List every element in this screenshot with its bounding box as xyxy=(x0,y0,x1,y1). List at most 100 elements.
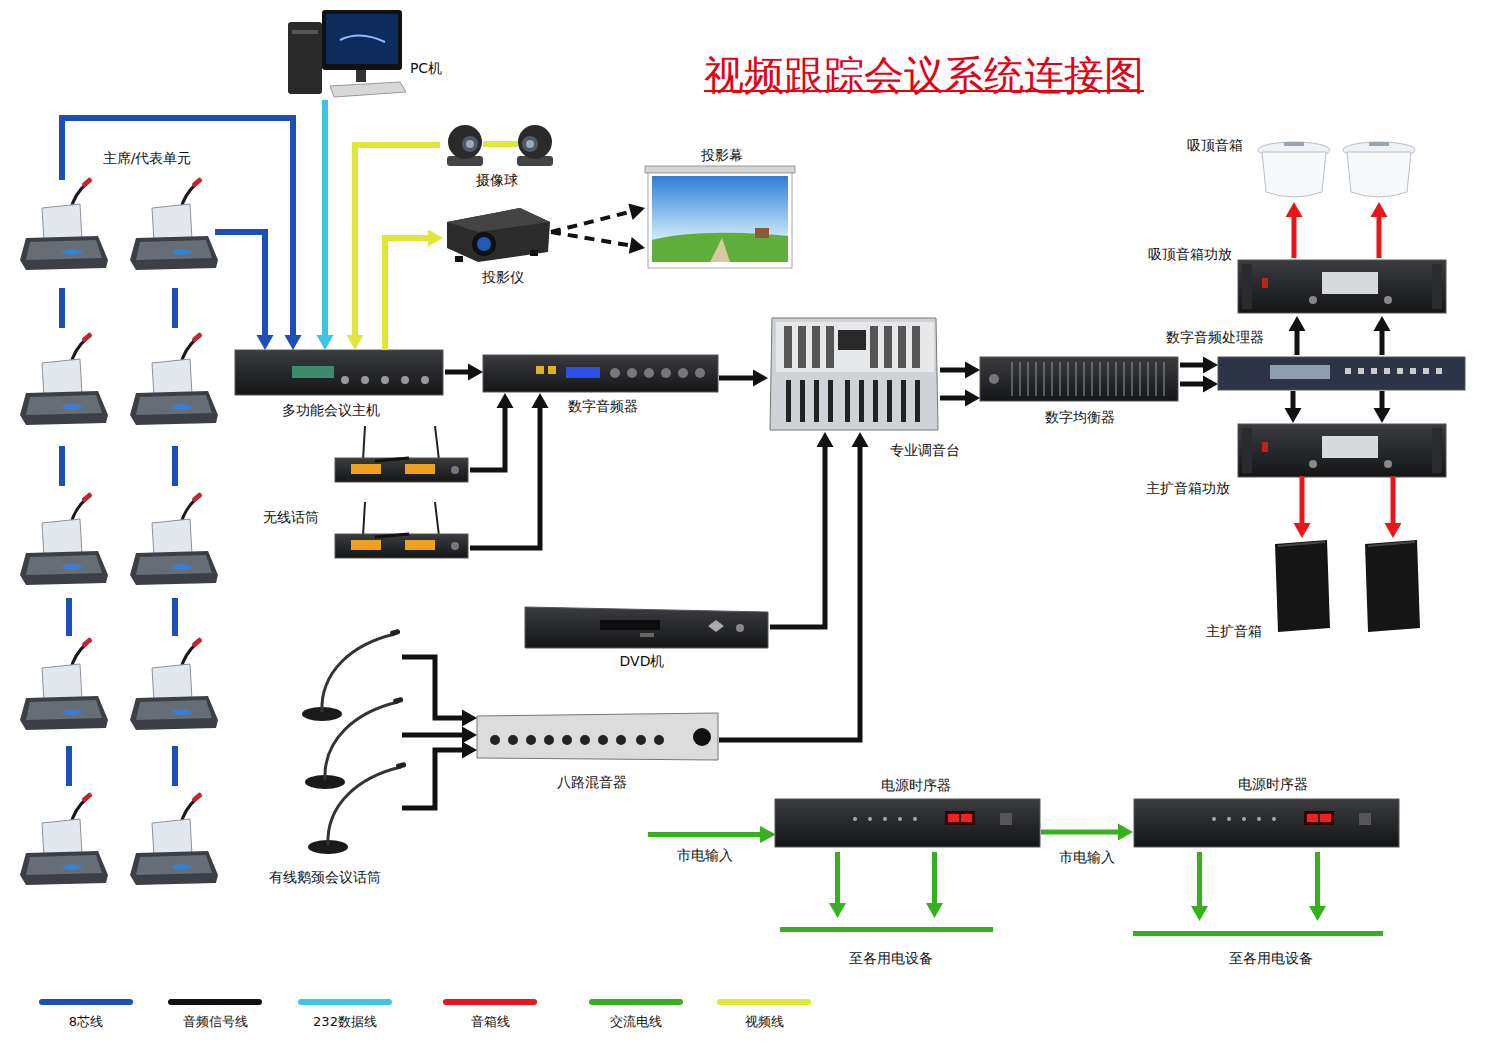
screen-illustration-part xyxy=(710,238,730,262)
device-label: 数字均衡器 xyxy=(1045,409,1115,425)
mixing-console-illustration-part-part xyxy=(873,380,878,422)
connector xyxy=(1041,824,1133,841)
power-wiring-part xyxy=(932,852,937,904)
connector xyxy=(1294,476,1311,538)
dvd-illustration-part xyxy=(736,624,744,632)
screen-illustration-part xyxy=(652,176,788,262)
camera-illustration-part xyxy=(483,141,518,147)
conference-units-part xyxy=(59,288,65,328)
power-wiring-part xyxy=(829,903,846,918)
arrowhead xyxy=(965,362,980,379)
conference-units-part xyxy=(20,792,108,885)
eight-channel-mixer-illustration-part-part xyxy=(616,735,626,745)
gooseneck-mic-illustration-part xyxy=(308,762,407,854)
audio-processor-illustration-part-part xyxy=(1397,368,1403,374)
connector xyxy=(62,118,302,350)
equalizer-illustration xyxy=(980,357,1178,401)
connector xyxy=(770,432,834,627)
connector xyxy=(1289,316,1306,355)
arrowhead xyxy=(462,727,477,744)
conference-host-illustration xyxy=(235,350,443,395)
pc-illustration-part xyxy=(322,10,402,70)
equalizer-illustration-part xyxy=(980,357,1178,401)
connector-line xyxy=(62,118,293,336)
device-node: 主扩音箱功放 xyxy=(1237,423,1447,476)
power-wiring-part xyxy=(1133,931,1383,936)
arrowhead xyxy=(1294,523,1311,538)
arrowhead xyxy=(317,335,334,350)
main-speaker-illustration-part xyxy=(1365,540,1420,632)
conference-host-illustration-part xyxy=(235,350,443,395)
connector xyxy=(551,203,645,232)
connector xyxy=(347,145,441,350)
connector xyxy=(940,390,980,407)
mixing-console-illustration-part-part xyxy=(826,326,834,368)
arrowhead xyxy=(462,710,477,727)
conference-units-part xyxy=(59,446,65,486)
legend-text: 交流电线 xyxy=(610,1014,662,1030)
arrowhead xyxy=(497,393,514,408)
connector-line xyxy=(1295,330,1300,355)
dvd-illustration-part xyxy=(640,633,654,637)
device-node: PC机 xyxy=(285,8,400,100)
arrowhead xyxy=(1118,824,1133,841)
legend-swatch xyxy=(589,999,683,1005)
device-node: 数字均衡器 xyxy=(980,355,1180,403)
power-wiring-part xyxy=(1191,906,1208,921)
device-label: 摄像球 xyxy=(476,172,518,188)
mixing-console-illustration-part-part xyxy=(798,326,806,368)
conference-units-part xyxy=(172,598,178,636)
connector xyxy=(940,362,980,379)
connector xyxy=(1286,202,1303,258)
legend-text: 232数据线 xyxy=(313,1014,377,1030)
power-wiring-part xyxy=(648,832,760,837)
arrowhead xyxy=(965,390,980,407)
power-wiring xyxy=(648,826,1383,936)
ceiling-speaker-illustration xyxy=(1258,142,1415,197)
audio-processor-illustration-part-part xyxy=(1358,368,1364,374)
conference-host-illustration-part xyxy=(341,376,349,384)
audio-processor-illustration-part xyxy=(1345,368,1442,374)
mixing-console-illustration-part-part xyxy=(870,326,878,368)
legend-swatch xyxy=(717,999,811,1005)
eight-channel-mixer-illustration-part xyxy=(490,735,664,745)
connector xyxy=(470,393,514,470)
device-label: 电源时序器 xyxy=(1238,776,1308,792)
eight-channel-mixer-illustration-part-part xyxy=(562,735,572,745)
power-sequencer-illustration-part xyxy=(1134,799,1399,847)
connector-line xyxy=(1300,476,1305,524)
legend-swatch xyxy=(298,999,392,1005)
device-node: 多功能会议主机 xyxy=(235,350,445,396)
connector-line xyxy=(1180,382,1204,387)
digital-audio-illustration-part xyxy=(566,367,600,378)
connector xyxy=(1371,202,1388,258)
legend-swatch xyxy=(168,999,262,1005)
device-node: 投影仪 xyxy=(443,203,551,263)
arrowhead xyxy=(1203,376,1218,393)
wireless-receiver-illustration xyxy=(335,426,468,558)
device-node: 有线鹅颈会议话筒 xyxy=(298,628,402,858)
camera-illustration-part xyxy=(522,136,538,152)
mixing-console-illustration-part-part xyxy=(812,326,820,368)
power-wiring-part xyxy=(1315,852,1320,907)
mixing-console-illustration-part-part xyxy=(845,380,850,422)
device-node: 无线话筒 xyxy=(333,422,470,562)
device-label: 主席/代表单元 xyxy=(103,150,192,166)
mixing-console-illustration-part-part xyxy=(786,380,791,422)
arrowhead xyxy=(347,335,364,350)
device-label: 吸顶音箱 xyxy=(1187,137,1243,153)
connector-line xyxy=(215,232,265,336)
connector-line xyxy=(719,446,860,740)
connector xyxy=(402,657,477,727)
device-label: PC机 xyxy=(410,60,442,76)
wireless-receiver-illustration-part xyxy=(335,502,468,558)
mixing-console-illustration-part xyxy=(776,322,934,372)
eight-channel-mixer-illustration-part-part xyxy=(636,735,646,745)
legend-swatch xyxy=(39,999,133,1005)
conference-units-part xyxy=(130,332,218,425)
audio-processor-illustration-part xyxy=(1270,365,1330,379)
camera-illustration-part xyxy=(462,136,478,152)
camera-illustration-part xyxy=(448,125,482,159)
